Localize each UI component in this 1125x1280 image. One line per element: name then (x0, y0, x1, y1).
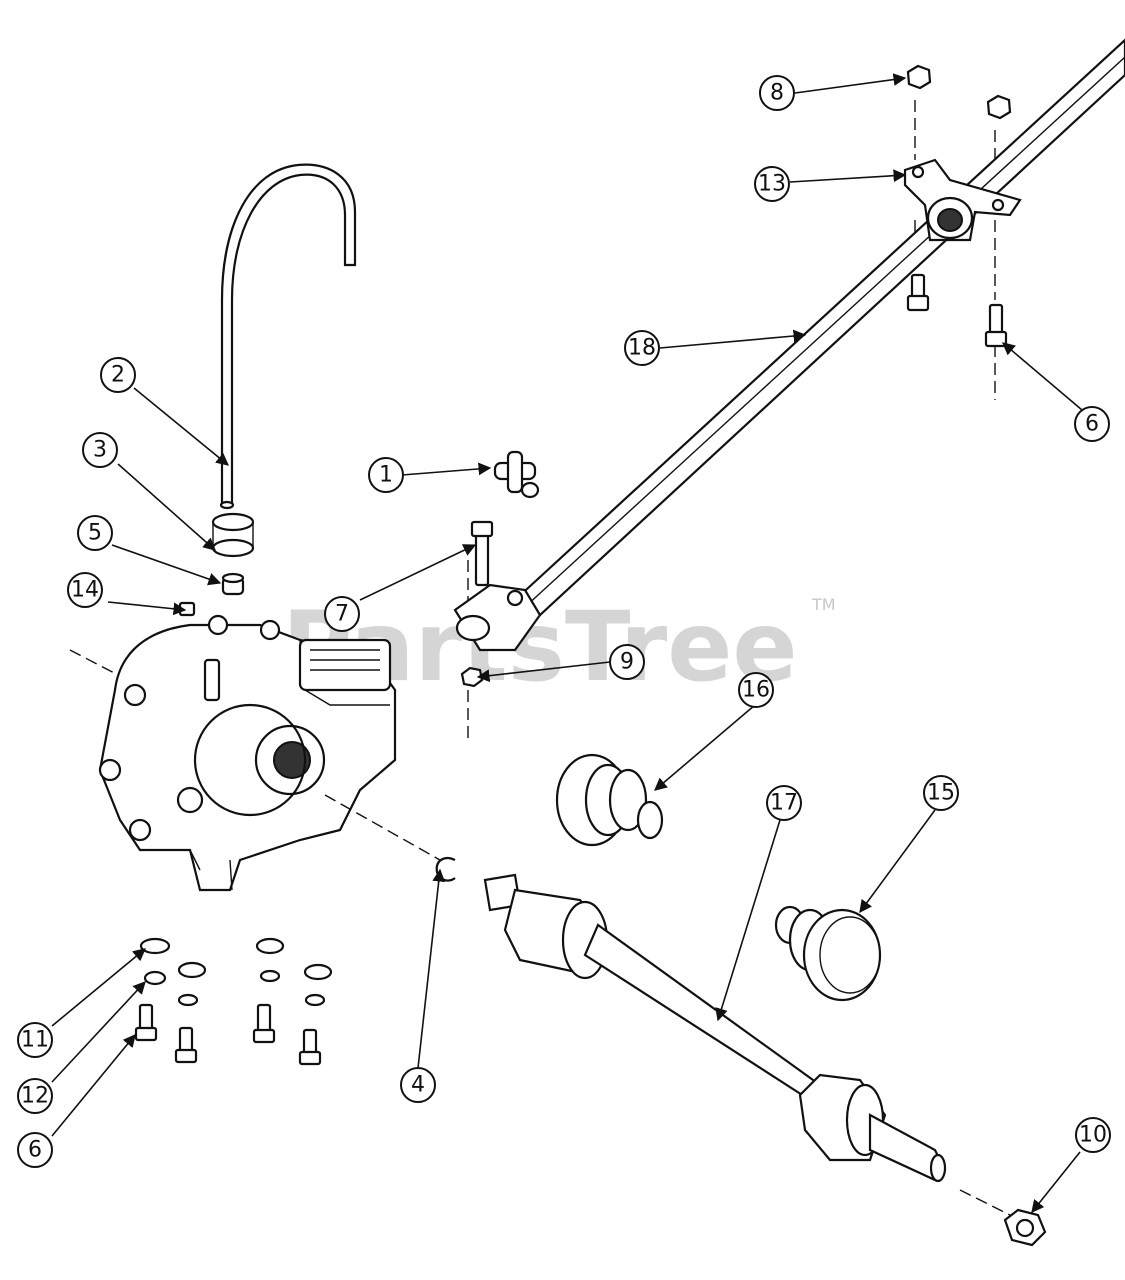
callout-15[interactable]: 15 (923, 775, 959, 811)
callout-17[interactable]: 17 (766, 785, 802, 821)
callout-9[interactable]: 9 (609, 644, 645, 680)
callout-11[interactable]: 11 (17, 1022, 53, 1058)
callout-10[interactable]: 10 (1075, 1117, 1111, 1153)
hose-clamp (211, 512, 255, 558)
callout-label: 18 (628, 336, 656, 361)
callout-5[interactable]: 5 (77, 515, 113, 551)
callout-label: 6 (1085, 412, 1099, 437)
u-joint-cross (493, 450, 540, 499)
callout-label: 6 (28, 1138, 42, 1163)
bracket-nuts (906, 64, 1012, 120)
bearing-bracket (903, 158, 1022, 242)
callout-18[interactable]: 18 (624, 330, 660, 366)
callout-label: 14 (71, 578, 99, 603)
callout-2[interactable]: 2 (100, 357, 136, 393)
callout-3[interactable]: 3 (82, 432, 118, 468)
callout-label: 1 (379, 463, 393, 488)
watermark-trademark: TM (811, 595, 836, 614)
callout-14[interactable]: 14 (67, 572, 103, 608)
drive-shaft (513, 38, 1125, 617)
callout-16[interactable]: 16 (738, 672, 774, 708)
callout-label: 12 (21, 1084, 49, 1109)
shaft-yoke (453, 583, 542, 652)
pulley-16 (555, 753, 664, 847)
callout-6-top[interactable]: 6 (1074, 406, 1110, 442)
callout-label: 16 (742, 678, 770, 703)
callout-label: 13 (758, 172, 786, 197)
callout-label: 10 (1079, 1123, 1107, 1148)
fitting (221, 572, 245, 596)
bracket-bolts (906, 273, 1008, 348)
callout-label: 8 (770, 81, 784, 106)
callout-4[interactable]: 4 (400, 1067, 436, 1103)
callout-label: 9 (620, 650, 634, 675)
callout-label: 7 (335, 602, 349, 627)
yoke-bolt (470, 520, 494, 587)
pulley-15 (774, 905, 882, 1002)
callout-6-bottom[interactable]: 6 (17, 1132, 53, 1168)
callout-1[interactable]: 1 (368, 457, 404, 493)
callout-label: 17 (770, 791, 798, 816)
axle-nut (1003, 1208, 1047, 1247)
mount-hardware (134, 937, 333, 1066)
leader-lines (51, 73, 1083, 1213)
callout-13[interactable]: 13 (754, 166, 790, 202)
callout-label: 3 (93, 438, 107, 463)
callout-12[interactable]: 12 (17, 1078, 53, 1114)
callout-7[interactable]: 7 (324, 596, 360, 632)
callout-label: 11 (21, 1028, 49, 1053)
callout-8[interactable]: 8 (759, 75, 795, 111)
callout-label: 5 (88, 521, 102, 546)
transaxle (98, 614, 397, 892)
callout-label: 15 (927, 781, 955, 806)
callout-label: 2 (111, 363, 125, 388)
callout-label: 4 (411, 1073, 425, 1098)
breather-hose (219, 163, 357, 510)
axle (483, 873, 947, 1183)
